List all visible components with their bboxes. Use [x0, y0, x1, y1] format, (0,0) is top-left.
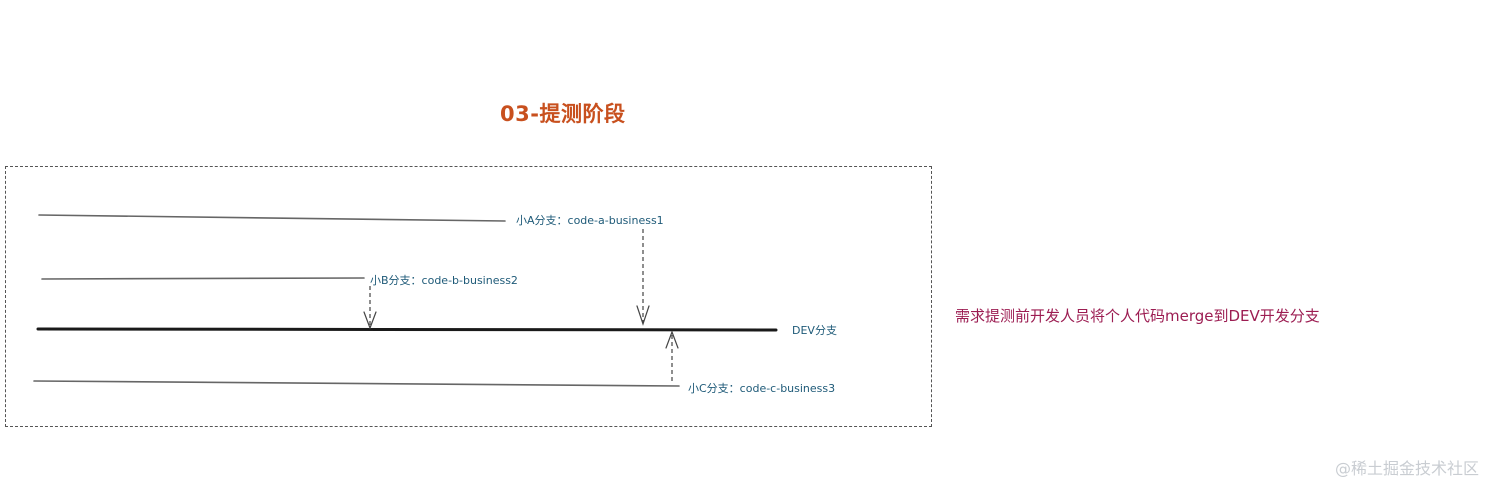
watermark: @稀土掘金技术社区 [1335, 459, 1480, 478]
branch-a-line [38, 214, 506, 222]
dev-branch-label: DEV分支 [792, 324, 837, 337]
branch-c-label: 小C分支：code-c-business3 [688, 382, 836, 395]
diagram-title: 03-提测阶段 [500, 102, 626, 126]
merge-arrow-b [363, 286, 377, 330]
branch-b-line [41, 277, 365, 280]
branch-b-label: 小B分支：code-b-business2 [370, 274, 518, 287]
merge-arrow-a [636, 229, 650, 326]
branch-a-label: 小A分支：code-a-business1 [516, 214, 664, 227]
merge-arrow-c [665, 330, 679, 381]
branch-c-line [33, 380, 680, 387]
stage-note: 需求提测前开发人员将个人代码merge到DEV开发分支 [955, 307, 1320, 325]
stage-frame [5, 166, 932, 427]
dev-branch-line [36, 327, 778, 332]
